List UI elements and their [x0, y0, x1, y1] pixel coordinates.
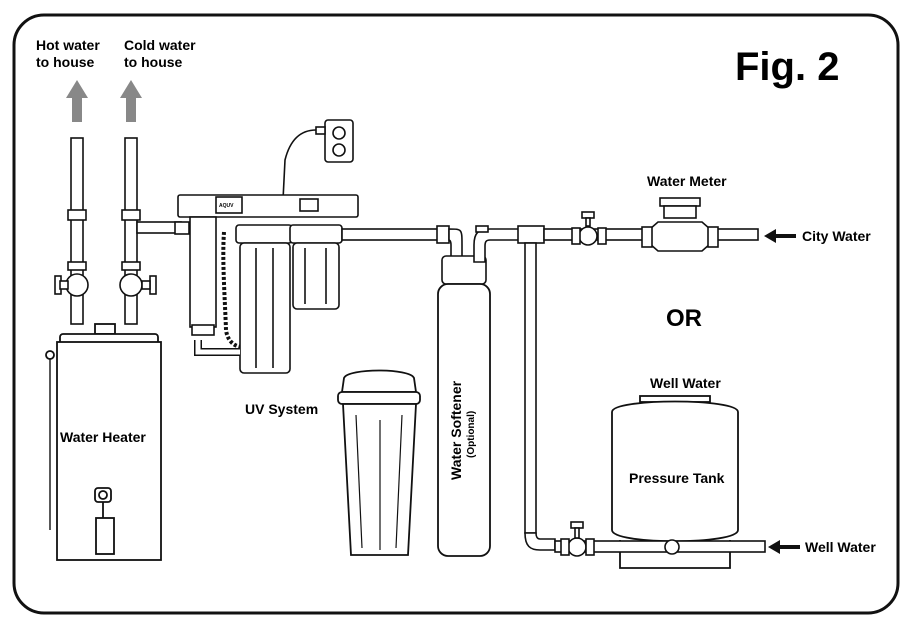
main-pipe [341, 225, 487, 285]
well-water-pipe [554, 521, 766, 557]
or-label: OR [666, 305, 702, 332]
hot-water-label-line2: to house [36, 54, 95, 70]
uv-system-label: UV System [245, 401, 318, 417]
city-water-label: City Water [802, 228, 871, 244]
figure-label: Fig. 2 [735, 45, 839, 89]
pressure-tank-label: Pressure Tank [629, 470, 725, 486]
optional-label: (Optional) [466, 411, 477, 458]
city-water-pipe [543, 197, 759, 252]
electrical-outlet [282, 119, 354, 201]
pressure-tank [611, 395, 739, 569]
up-arrow-icon [66, 80, 88, 122]
up-arrow-icon [120, 80, 142, 122]
water-heater [45, 323, 162, 561]
cold-water-label-line1: Cold water [124, 37, 196, 53]
uv-system [174, 194, 359, 374]
uv-brand: AQUV [219, 203, 234, 209]
cold-water-label-line2: to house [124, 54, 183, 70]
brine-tank [337, 369, 421, 556]
left-arrow-icon [768, 540, 800, 554]
house-supply-pipes [54, 137, 182, 325]
well-water-inlet-label: Well Water [805, 539, 876, 555]
left-arrow-icon [764, 229, 796, 243]
hot-water-label-line1: Hot water [36, 37, 100, 53]
water-softener-tank [437, 283, 491, 557]
water-heater-label: Water Heater [60, 429, 146, 445]
water-meter-label: Water Meter [647, 173, 727, 189]
well-water-title: Well Water [650, 375, 721, 391]
water-softener-label: Water Softener [448, 380, 464, 480]
